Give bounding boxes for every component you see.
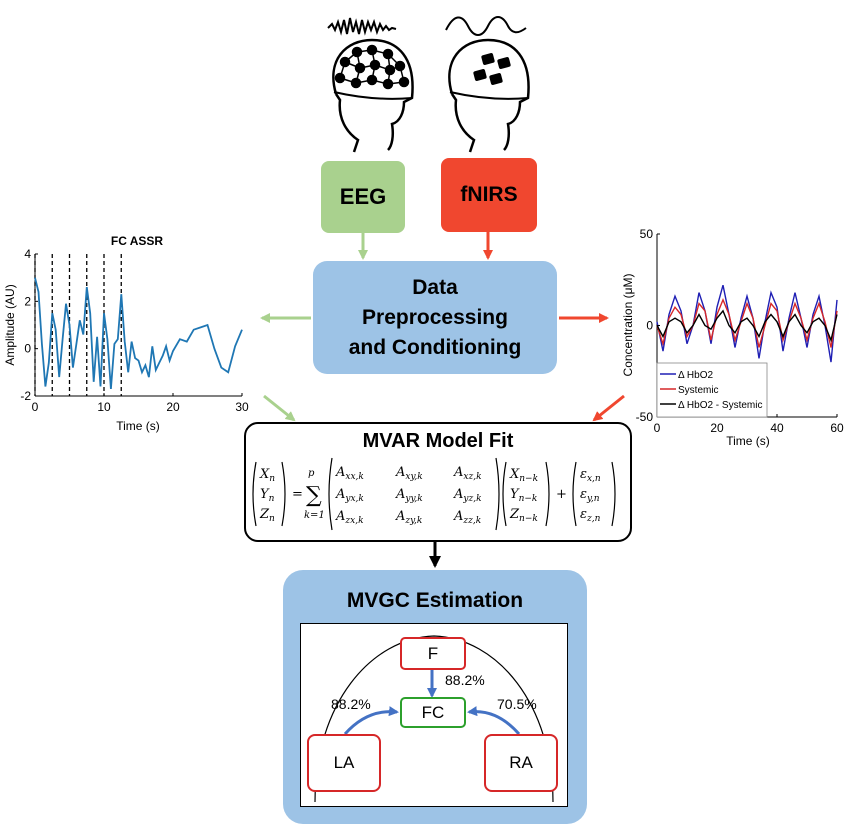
fnirs-plot-to-mvar-arrow bbox=[592, 394, 625, 422]
eeg-box: EEG bbox=[321, 161, 405, 233]
fnirs-series-line-2 bbox=[656, 309, 838, 343]
svg-text:Ayx,k: Ayx,k bbox=[335, 487, 364, 504]
svg-text:Zn−k: Zn−k bbox=[509, 507, 538, 524]
eeg-x-label: Time (s) bbox=[116, 419, 160, 433]
edge-label-left: 88.2% bbox=[331, 696, 371, 712]
fnirs-y-ticks: 50 0 -50 bbox=[636, 227, 660, 424]
eeg-waveform bbox=[327, 17, 397, 36]
fnirs-y-tick-label-1: 0 bbox=[646, 319, 653, 333]
mvar-title: MVAR Model Fit bbox=[362, 430, 514, 452]
legend-difference: Δ HbO2 - Systemic bbox=[678, 400, 762, 411]
edge-left-to-center bbox=[343, 706, 399, 735]
svg-text:εx,n: εx,n bbox=[580, 467, 601, 484]
fnirs-x-label: Time (s) bbox=[726, 434, 770, 448]
node-f: F bbox=[400, 637, 466, 670]
edge-label-top: 88.2% bbox=[445, 672, 485, 688]
svg-text:Axy,k: Axy,k bbox=[395, 465, 423, 482]
fnirs-y-tick-label-2: -50 bbox=[636, 410, 654, 424]
eeg-x-tick-label-0: 0 bbox=[32, 400, 39, 414]
fnirs-x-tick-label-2: 40 bbox=[770, 421, 784, 435]
svg-text:Yn−k: Yn−k bbox=[510, 487, 537, 504]
svg-text:∑: ∑ bbox=[306, 483, 322, 508]
eeg-x-ticks: 0 10 20 30 bbox=[32, 393, 249, 414]
fnirs-head-icon bbox=[445, 16, 530, 153]
fnirs-legend: Δ HbO2 Systemic Δ HbO2 - Systemic bbox=[656, 362, 768, 418]
fnirs-y-label: Concentration (μM) bbox=[621, 274, 635, 377]
mvgc-title: MVGC Estimation bbox=[346, 589, 524, 612]
svg-text:Azy,k: Azy,k bbox=[395, 509, 422, 526]
eeg-x-tick-label-1: 10 bbox=[97, 400, 111, 414]
svg-text:Ayz,k: Ayz,k bbox=[453, 487, 482, 504]
svg-text:Axz,k: Axz,k bbox=[453, 465, 482, 482]
fnirs-y-tick-label-0: 50 bbox=[640, 227, 654, 241]
fnirs-box: fNIRS bbox=[441, 158, 537, 232]
node-f-label: F bbox=[427, 643, 439, 663]
eeg-y-tick-label-0: 4 bbox=[24, 247, 31, 261]
node-la-label: LA bbox=[333, 753, 355, 772]
preprocessing-line-2: Preprocessing bbox=[362, 305, 508, 329]
mvgc-network-panel: F FC LA RA 88.2% 88.2% 70.5% bbox=[300, 623, 568, 807]
svg-text:+: + bbox=[556, 487, 567, 502]
eeg-y-label: Amplitude (AU) bbox=[3, 284, 17, 365]
legend-hbo2: Δ HbO2 bbox=[678, 370, 713, 381]
preprocessing-line-3: and Conditioning bbox=[348, 335, 522, 359]
eeg-plot-to-mvar-arrow bbox=[263, 394, 296, 422]
eeg-y-tick-label-1: 2 bbox=[24, 294, 31, 308]
svg-text:εz,n: εz,n bbox=[580, 507, 601, 524]
svg-text:Yn: Yn bbox=[260, 487, 275, 504]
svg-text:Ayy,k: Ayy,k bbox=[395, 487, 423, 504]
eeg-y-tick-label-2: 0 bbox=[24, 342, 31, 356]
node-fc: FC bbox=[400, 697, 466, 728]
svg-text:εy,n: εy,n bbox=[580, 487, 600, 504]
node-fc-label: FC bbox=[421, 702, 445, 722]
svg-text:Azz,k: Azz,k bbox=[453, 509, 481, 526]
fnirs-series-line-1 bbox=[656, 298, 838, 348]
eeg-chart-title: FC ASSR bbox=[111, 234, 164, 248]
eeg-x-tick-label-2: 20 bbox=[166, 400, 180, 414]
svg-text:Xn: Xn bbox=[259, 467, 275, 484]
svg-text:Azx,k: Azx,k bbox=[335, 509, 364, 526]
fnirs-x-tick-label-0: 0 bbox=[654, 421, 661, 435]
fnirs-waveform bbox=[445, 16, 527, 36]
fnirs-series-line-0 bbox=[656, 285, 838, 363]
svg-text:Axx,k: Axx,k bbox=[335, 465, 364, 482]
eeg-x-tick-label-3: 30 bbox=[235, 400, 249, 414]
fnirs-series-lines bbox=[656, 285, 838, 363]
fnirs-label: fNIRS bbox=[460, 183, 518, 206]
svg-text:=: = bbox=[292, 487, 303, 502]
edge-right-to-center bbox=[467, 706, 521, 735]
svg-text:Zn: Zn bbox=[259, 507, 275, 524]
eeg-y-tick-label-3: -2 bbox=[20, 389, 31, 403]
scalp-outline bbox=[314, 635, 554, 803]
preprocessing-line-1: Data bbox=[412, 275, 458, 299]
fnirs-x-tick-label-3: 60 bbox=[830, 421, 844, 435]
fnirs-x-tick-label-1: 20 bbox=[710, 421, 724, 435]
preprocessing-box: Data Preprocessing and Conditioning bbox=[313, 261, 557, 374]
edge-label-right: 70.5% bbox=[497, 696, 537, 712]
eeg-y-ticks: 4 2 0 -2 bbox=[20, 247, 38, 403]
eeg-electrodes bbox=[334, 44, 410, 90]
node-la: LA bbox=[307, 734, 381, 792]
eeg-label: EEG bbox=[339, 184, 387, 209]
mvar-equation: Xn Yn Zn = p ∑ k=1 Axx,k Axy,k Axz,k Ayx… bbox=[252, 457, 616, 531]
node-ra-label: RA bbox=[509, 753, 533, 772]
eeg-head-icon bbox=[327, 17, 414, 153]
eeg-series-line bbox=[34, 277, 243, 389]
svg-text:Xn−k: Xn−k bbox=[509, 467, 538, 484]
legend-systemic: Systemic bbox=[678, 385, 719, 396]
fnirs-x-ticks: 0 20 40 60 bbox=[654, 414, 844, 435]
svg-text:k=1: k=1 bbox=[304, 510, 325, 521]
node-ra: RA bbox=[484, 734, 558, 792]
mvgc-network-lines bbox=[314, 635, 554, 803]
fnirs-optodes bbox=[473, 53, 511, 85]
svg-text:p: p bbox=[308, 468, 315, 479]
mvar-box: MVAR Model Fit Xn Yn Zn = p ∑ k=1 Axx,k … bbox=[244, 422, 632, 542]
